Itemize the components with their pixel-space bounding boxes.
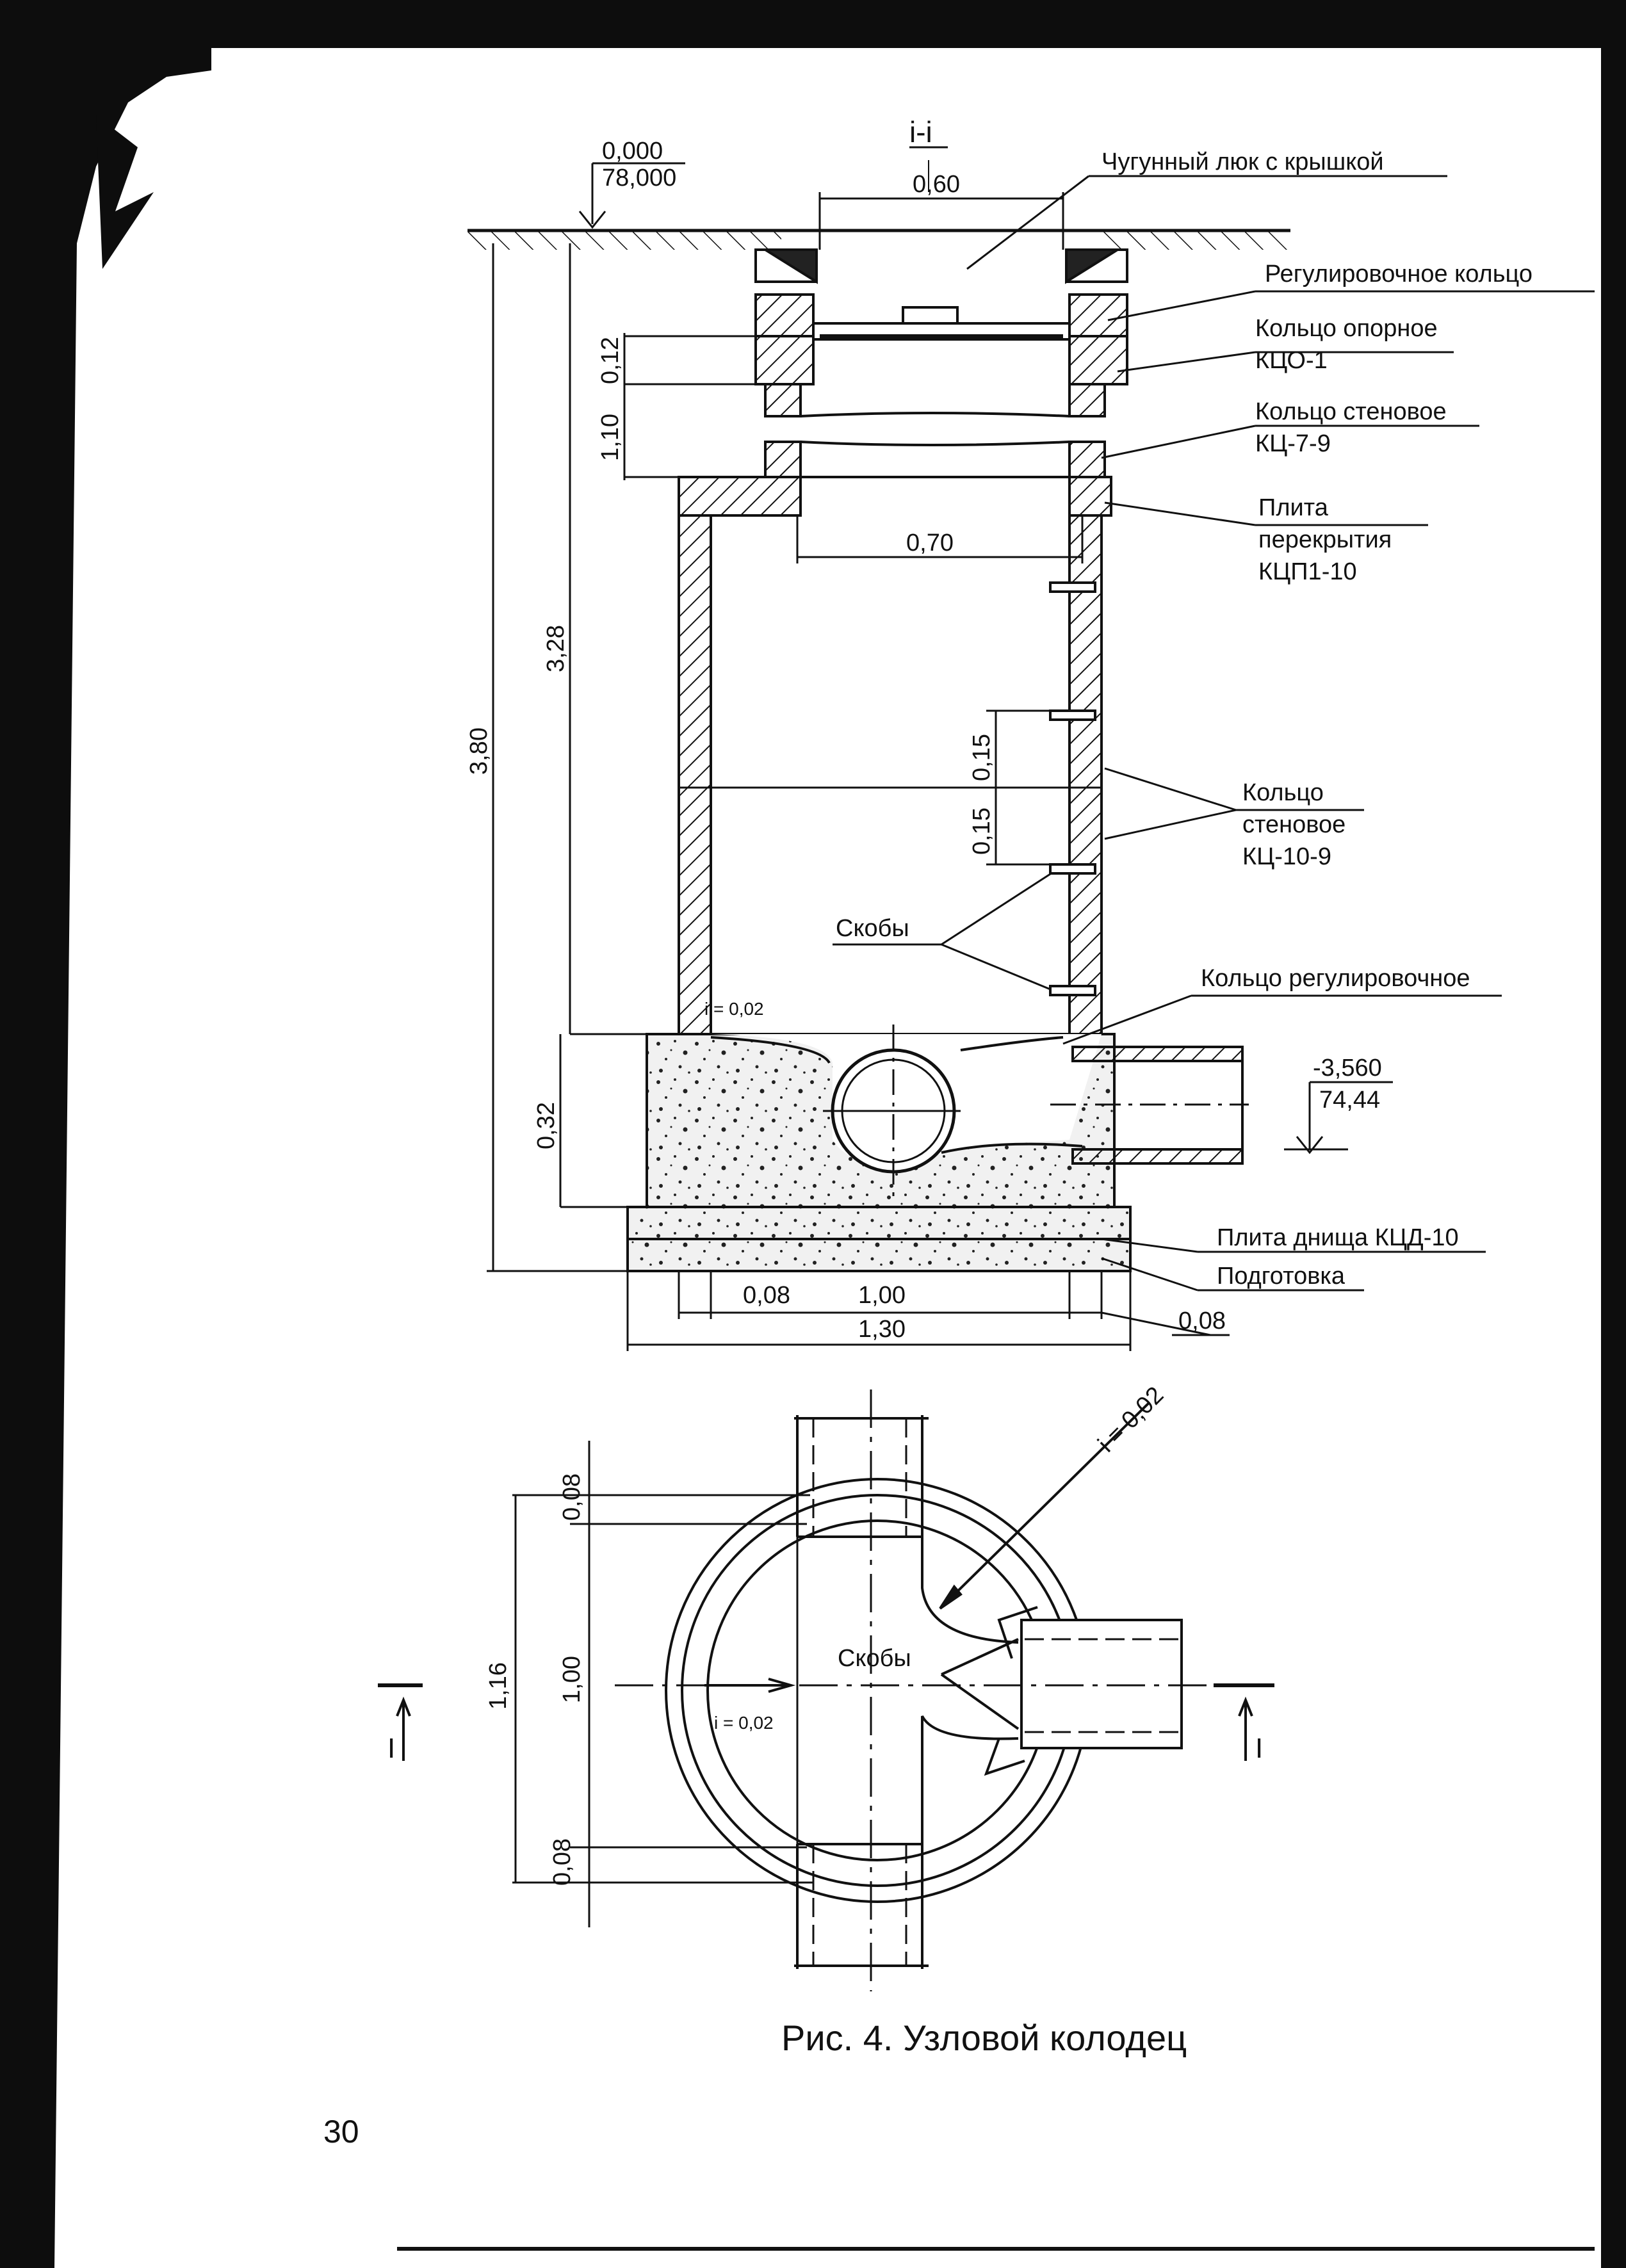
dim-015-lower: 0,15 <box>968 807 995 855</box>
dim-110: 1,10 <box>597 414 624 461</box>
pipe-abs: 74,44 <box>1319 1087 1380 1114</box>
page-number: 30 <box>323 2114 359 2150</box>
dim-012: 0,12 <box>597 337 624 384</box>
label-reg-ring2: Кольцо регулировочное <box>1201 965 1470 992</box>
label-hatch: Чугунный люк с крышкой <box>1102 149 1384 175</box>
section-labels: i-i 0,000 78,000 0,60 0,70 0,12 1,10 3,2… <box>466 115 1533 1343</box>
label-bedding: Подготовка <box>1217 1263 1346 1290</box>
label-slab-1: Плита <box>1258 494 1329 521</box>
label-brackets: Скобы <box>836 915 909 942</box>
figure-caption: Рис. 4. Узловой колодец <box>781 2018 1187 2058</box>
label-reg-ring: Регулировочное кольцо <box>1265 261 1533 288</box>
label-wall-ring10-2: стеновое <box>1242 811 1346 838</box>
plan-dim-008-bottom: 0,08 <box>549 1838 576 1886</box>
dim-neck: 0,70 <box>906 530 954 556</box>
slope-label: i = 0,02 <box>704 999 764 1019</box>
plan-dimensions <box>512 1441 813 1927</box>
label-support-ring-1: Кольцо опорное <box>1255 315 1438 342</box>
label-slab-2: перекрытия <box>1258 526 1392 553</box>
dim-008-right: 0,08 <box>1178 1308 1226 1334</box>
top-abs-label: 78,000 <box>602 165 676 191</box>
cut-left-label: I <box>387 1733 395 1764</box>
section-mark: i-i <box>909 115 932 149</box>
plan-view <box>378 1389 1274 1991</box>
dim-015-upper: 0,15 <box>968 734 995 781</box>
top-level-label: 0,000 <box>602 138 663 165</box>
section-dimensions <box>487 146 1393 1351</box>
label-wall-ring10-3: КЦ-10-9 <box>1242 843 1331 870</box>
label-bottom-slab: Плита днища КЦД-10 <box>1217 1224 1459 1251</box>
label-support-ring-2: КЦО-1 <box>1255 347 1328 374</box>
section-leaders <box>833 175 1595 1292</box>
section-view <box>467 160 1290 1272</box>
plan-dim-008-top: 0,08 <box>558 1473 585 1521</box>
plan-slope: i = 0,02 <box>714 1713 774 1733</box>
label-wall-ring-1: Кольцо стеновое <box>1255 398 1447 425</box>
dim-380: 3,80 <box>466 727 492 775</box>
dim-328: 3,28 <box>542 625 569 672</box>
label-slab-3: КЦП1-10 <box>1258 558 1357 585</box>
dim-hatch-top: 0,60 <box>913 171 960 198</box>
label-wall-ring10-1: Кольцо <box>1242 779 1324 806</box>
plan-dim-100: 1,00 <box>558 1656 585 1703</box>
plan-brackets: Скобы <box>838 1645 911 1672</box>
pipe-level: -3,560 <box>1313 1055 1382 1081</box>
label-wall-ring-2: КЦ-7-9 <box>1255 430 1331 457</box>
dim-032: 0,32 <box>533 1102 560 1149</box>
cut-right-label: I <box>1255 1733 1263 1764</box>
plan-dim-116: 1,16 <box>485 1662 512 1710</box>
dim-130: 1,30 <box>858 1316 906 1343</box>
plan-slope-diag: i = 0,02 <box>1093 1382 1169 1458</box>
dim-008-left: 0,08 <box>743 1282 790 1309</box>
dim-100: 1,00 <box>858 1282 906 1309</box>
